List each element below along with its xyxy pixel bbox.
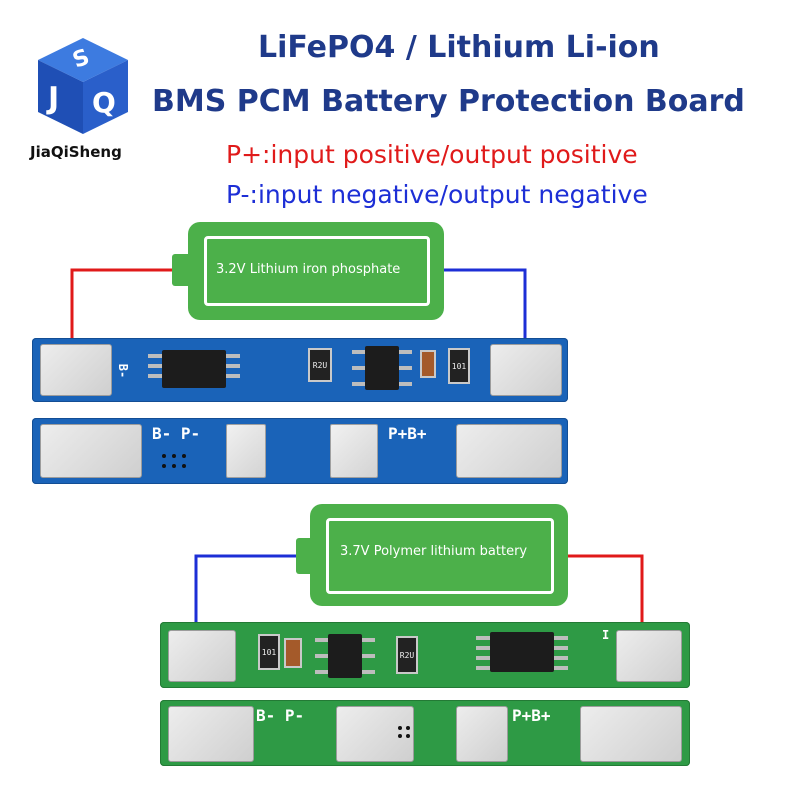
pad-p-plus-green (456, 706, 508, 762)
brand-name: JiaQiSheng (30, 143, 122, 161)
resistor-r2u-green: R2U (396, 636, 418, 674)
pad-b-minus-green (168, 630, 236, 682)
pcb-green-pad-side: B- P- P+B+ (160, 700, 690, 766)
pad-p-minus-green (336, 706, 414, 762)
p-plus-description: P+:input positive/output positive (226, 140, 638, 169)
capacitor (420, 350, 436, 378)
resistor-101-green: 101 (258, 634, 280, 670)
p-minus-description: P-:input negative/output negative (226, 180, 648, 209)
pad-large-right-green (580, 706, 682, 762)
brand-logo: S J Q (28, 30, 138, 140)
battery1-label: 3.2V Lithium iron phosphate (216, 262, 401, 277)
pcb-blue-component-side: B- R2U 101 (32, 338, 568, 402)
silk-b-p-minus: B- P- (152, 424, 201, 443)
ic-chip-green-2 (490, 632, 554, 672)
page-title-line1: LiFePO4 / Lithium Li-ion (258, 30, 660, 65)
pad-p-plus (330, 424, 378, 478)
cube-logo-icon: S J Q (38, 38, 128, 134)
ic-chip-2 (365, 346, 399, 390)
ic-chip-1 (162, 350, 226, 388)
pad-b-plus-green (616, 630, 682, 682)
resistor-r2u: R2U (308, 348, 332, 382)
pcb-green-component-side: 101 R2U I (160, 622, 690, 688)
pad-large-right (456, 424, 562, 478)
svg-text:J: J (46, 81, 59, 116)
silk-b-p-minus-green: B- P- (256, 706, 305, 725)
capacitor-green (284, 638, 302, 668)
silk-p-b-plus: P+B+ (388, 424, 427, 443)
ic-chip-green-1 (328, 634, 362, 678)
pad-p-minus (226, 424, 266, 478)
page-title-line2: BMS PCM Battery Protection Board (152, 84, 745, 119)
pad-b-plus (490, 344, 562, 396)
pad-large-left (40, 424, 142, 478)
pad-large-left-green (168, 706, 254, 762)
resistor-101: 101 (448, 348, 470, 384)
pad-b-minus (40, 344, 112, 396)
pcb-blue-pad-side: B- P- P+B+ (32, 418, 568, 484)
battery2-label: 3.7V Polymer lithium battery (340, 544, 528, 559)
silk-p-b-plus-green: P+B+ (512, 706, 551, 725)
svg-text:Q: Q (92, 86, 116, 119)
